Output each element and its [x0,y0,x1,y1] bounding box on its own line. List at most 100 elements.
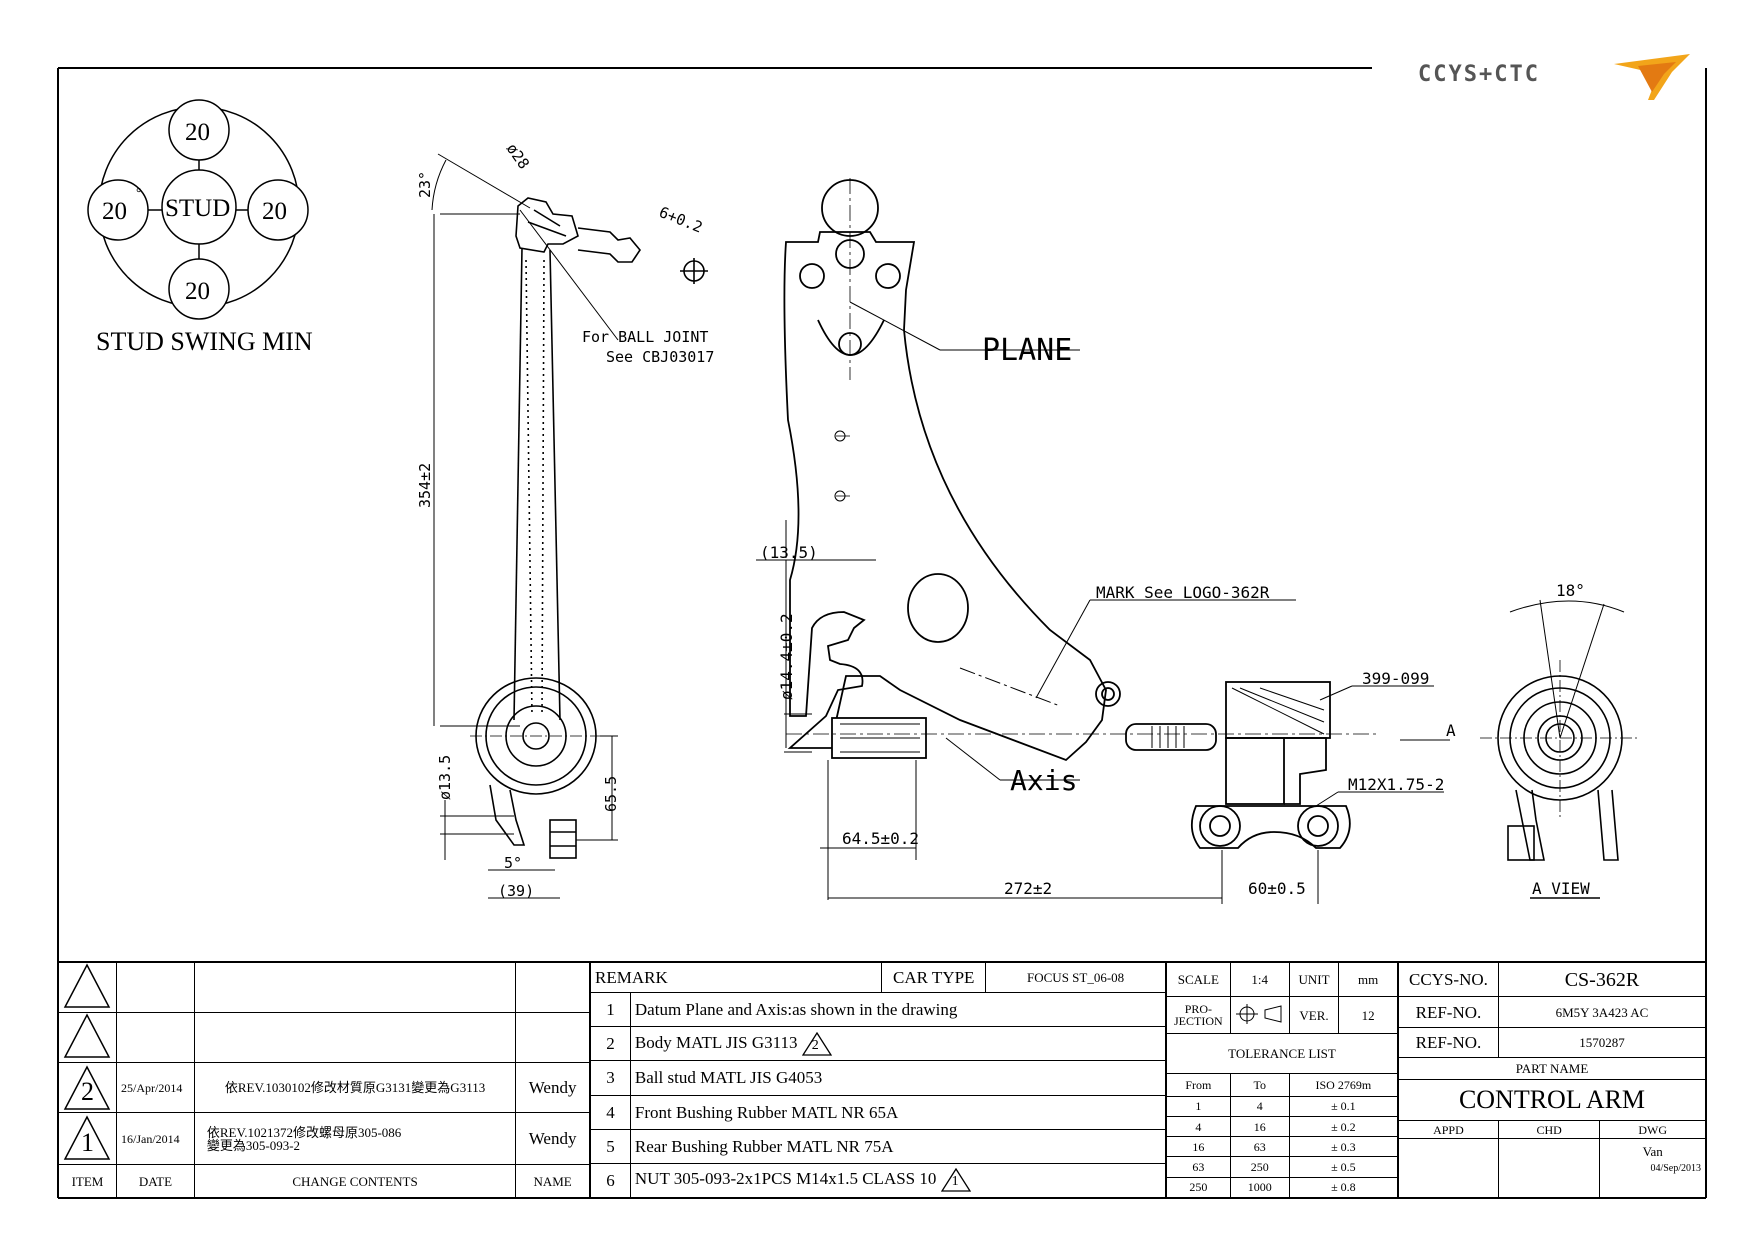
swing-center-label: STUD [165,195,230,222]
tol-header-to: To [1229,1073,1290,1097]
plane-label: PLANE [982,333,1072,368]
ref-no-value-1: 6M5Y 3A423 AC [1497,996,1707,1028]
header-change-contents: CHANGE CONTENTS [193,1164,517,1199]
swing-bottom-value: 20 [185,278,210,305]
tol-header-from: From [1166,1073,1231,1097]
remark-header: REMARK [589,961,883,994]
dwg-by: Van [1642,1144,1663,1160]
mark-note: MARK See LOGO-362R [1096,583,1270,602]
header-date: DATE [115,1164,195,1199]
logo-wing-icon [1614,54,1690,100]
version-value: 12 [1338,996,1398,1034]
top-view-labels: PLANE Axis (13.5) ø14.4±0.2 MARK See LOG… [760,333,1456,898]
axis-label: Axis [1010,764,1077,797]
ref-no-label-1: REF-NO. [1398,996,1499,1028]
tol-header-std: ISO 2769m [1288,1073,1399,1097]
car-type-label: CAR TYPE [881,961,987,994]
revision-row: 2 25/Apr/2014 依REV.1030102修改材質原G3131變更為G… [58,1062,590,1113]
logo-text: CCYS+CTC [1418,62,1540,87]
ref-no-value-2: 1570287 [1497,1026,1707,1059]
appd-label: APPD [1398,1119,1499,1140]
view-arrow-a-label: A [1446,721,1456,740]
a-view [1480,599,1640,899]
ball-joint-note-1: For BALL JOINT [582,328,708,346]
swing-degree-mark: ° [136,186,142,201]
top-view [756,178,1450,904]
part-info-table: CCYS-NO. CS-362R REF-NO. 6M5Y 3A423 AC R… [1398,961,1707,1198]
revision-marker-2: 2 [58,1062,117,1113]
dim-65-5: 65.5 [602,776,620,812]
chd-label: CHD [1497,1119,1601,1140]
swing-left-value: 20 [102,198,127,225]
revision-contents: 依REV.1030102修改材質原G3131變更為G3113 [193,1062,517,1113]
revision-1-marker: 1 [940,1168,971,1193]
side-view-dims: 23° ø28 354±2 6+0.2 For BALL JOINT See C… [416,140,714,900]
car-type-value: FOCUS ST_06-08 [985,961,1166,994]
revision-date: 25/Apr/2014 [115,1062,195,1113]
chd-signature [1497,1138,1601,1198]
a-view-angle: 18° [1556,581,1585,600]
ccys-no-value: CS-362R [1497,961,1707,998]
revision-slot-empty-1 [58,962,117,1013]
dim-23-deg: 23° [416,171,434,198]
revision-marker-1: 1 [58,1112,117,1165]
dim-13-5: (13.5) [760,543,818,562]
dwg-signature: Van 04/Sep/2013 [1599,1138,1706,1198]
dim-272: 272±2 [1004,879,1052,898]
scale-tolerance-table: SCALE 1:4 UNIT mm PRO-JECTION VER. 12 TO… [1166,961,1399,1199]
revision-slot-empty-2 [58,1012,117,1063]
dim-60: 60±0.5 [1248,879,1306,898]
stud-swing-diagram [87,99,309,320]
stud-swing-caption: STUD SWING MIN [96,327,313,356]
projection-label: PRO-JECTION [1166,996,1231,1034]
swing-top-value: 20 [185,119,210,146]
remark-text: Front Bushing Rubber MATL NR 65A [629,1094,1167,1130]
dim-dia-28: ø28 [503,140,533,173]
a-view-label: A VIEW [1532,879,1590,898]
company-logo: CCYS+CTC [1418,52,1708,106]
header-item: ITEM [58,1164,117,1199]
dwg-label: DWG [1599,1119,1706,1140]
dim-354: 354±2 [416,463,434,508]
version-label: VER. [1288,996,1340,1034]
remark-text: Rear Bushing Rubber MATL NR 75A [629,1128,1167,1164]
appd-signature [1398,1138,1499,1198]
part-name-label: PART NAME [1398,1057,1706,1081]
revision-table: 2 25/Apr/2014 依REV.1030102修改材質原G3131變更為G… [58,962,590,1199]
dim-dia-14-4: ø14.4±0.2 [777,613,796,700]
stud-swing-labels: 20 20 STUD 20 20 ° STUD SWING MIN [96,119,313,356]
a-view-labels: 18° A VIEW [1532,581,1590,898]
revision-date: 16/Jan/2014 [115,1112,195,1165]
dim-39: (39) [498,882,534,900]
revision-name: Wendy [515,1112,590,1165]
scale-label: SCALE [1166,961,1231,998]
dim-5-deg: 5° [504,854,522,872]
swing-right-value: 20 [262,198,287,225]
ccys-no-label: CCYS-NO. [1398,961,1499,998]
revision-name: Wendy [515,1062,590,1113]
dim-dia-13-5: ø13.5 [436,755,454,800]
header-name: NAME [515,1164,590,1199]
ball-joint-note-2: See CBJ03017 [606,348,714,366]
revision-2-marker: 2 [801,1031,832,1056]
unit-value: mm [1338,961,1398,998]
dwg-date: 04/Sep/2013 [1650,1163,1701,1175]
tolerance-title: TOLERANCE LIST [1166,1032,1398,1075]
dim-thread-6: 6+0.2 [657,203,706,237]
part-ref-399-099: 399-099 [1362,669,1429,688]
